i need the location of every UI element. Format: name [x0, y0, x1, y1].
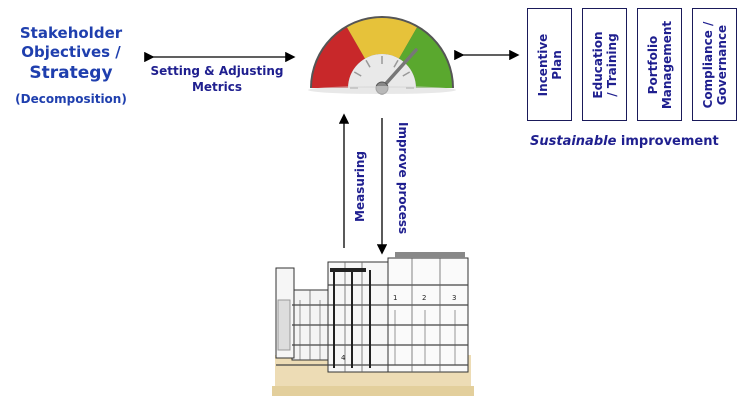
stakeholder-line3: Strategy	[29, 63, 113, 83]
improvement-text: improvement	[616, 134, 719, 149]
box-label-line1: Education	[590, 30, 605, 99]
education-training-box: Education / Training	[582, 8, 627, 121]
gauge-icon	[308, 16, 456, 95]
sustainable-improvement-label: Sustainable improvement	[530, 134, 719, 149]
svg-text:1: 1	[393, 294, 397, 302]
stakeholder-line1: Stakeholder	[19, 24, 123, 42]
box-label-line1: Incentive	[535, 33, 550, 96]
stakeholder-line4: (Decomposition)	[15, 92, 127, 106]
svg-text:2: 2	[422, 294, 426, 302]
box-label-line2: / Training	[604, 32, 619, 97]
box-label-line2: Plan	[549, 49, 564, 80]
sustainable-italic: Sustainable	[530, 134, 617, 149]
building-section-icon: 1 2 3 4	[272, 252, 474, 396]
compliance-governance-box: Compliance / Governance	[692, 8, 737, 121]
setting-label-line2: Metrics	[191, 80, 243, 94]
setting-adjusting-label: Setting & Adjusting Metrics	[142, 63, 292, 95]
measuring-label: Measuring	[353, 150, 367, 222]
improve-process-label: Improve process	[396, 122, 410, 235]
svg-text:3: 3	[452, 294, 456, 302]
stakeholder-block: Stakeholder Objectives / Strategy (Decom…	[0, 24, 142, 108]
box-label-line2: Governance	[714, 24, 729, 105]
stakeholder-line2: Objectives /	[21, 43, 121, 61]
incentive-plan-box: Incentive Plan	[527, 8, 572, 121]
portfolio-management-box: Portfolio Management	[637, 8, 682, 121]
svg-text:4: 4	[341, 354, 346, 362]
box-label-line1: Portfolio	[645, 35, 660, 94]
setting-label-line1: Setting & Adjusting	[150, 64, 284, 78]
box-label-line2: Management	[659, 20, 674, 109]
box-label-line1: Compliance /	[700, 21, 715, 108]
